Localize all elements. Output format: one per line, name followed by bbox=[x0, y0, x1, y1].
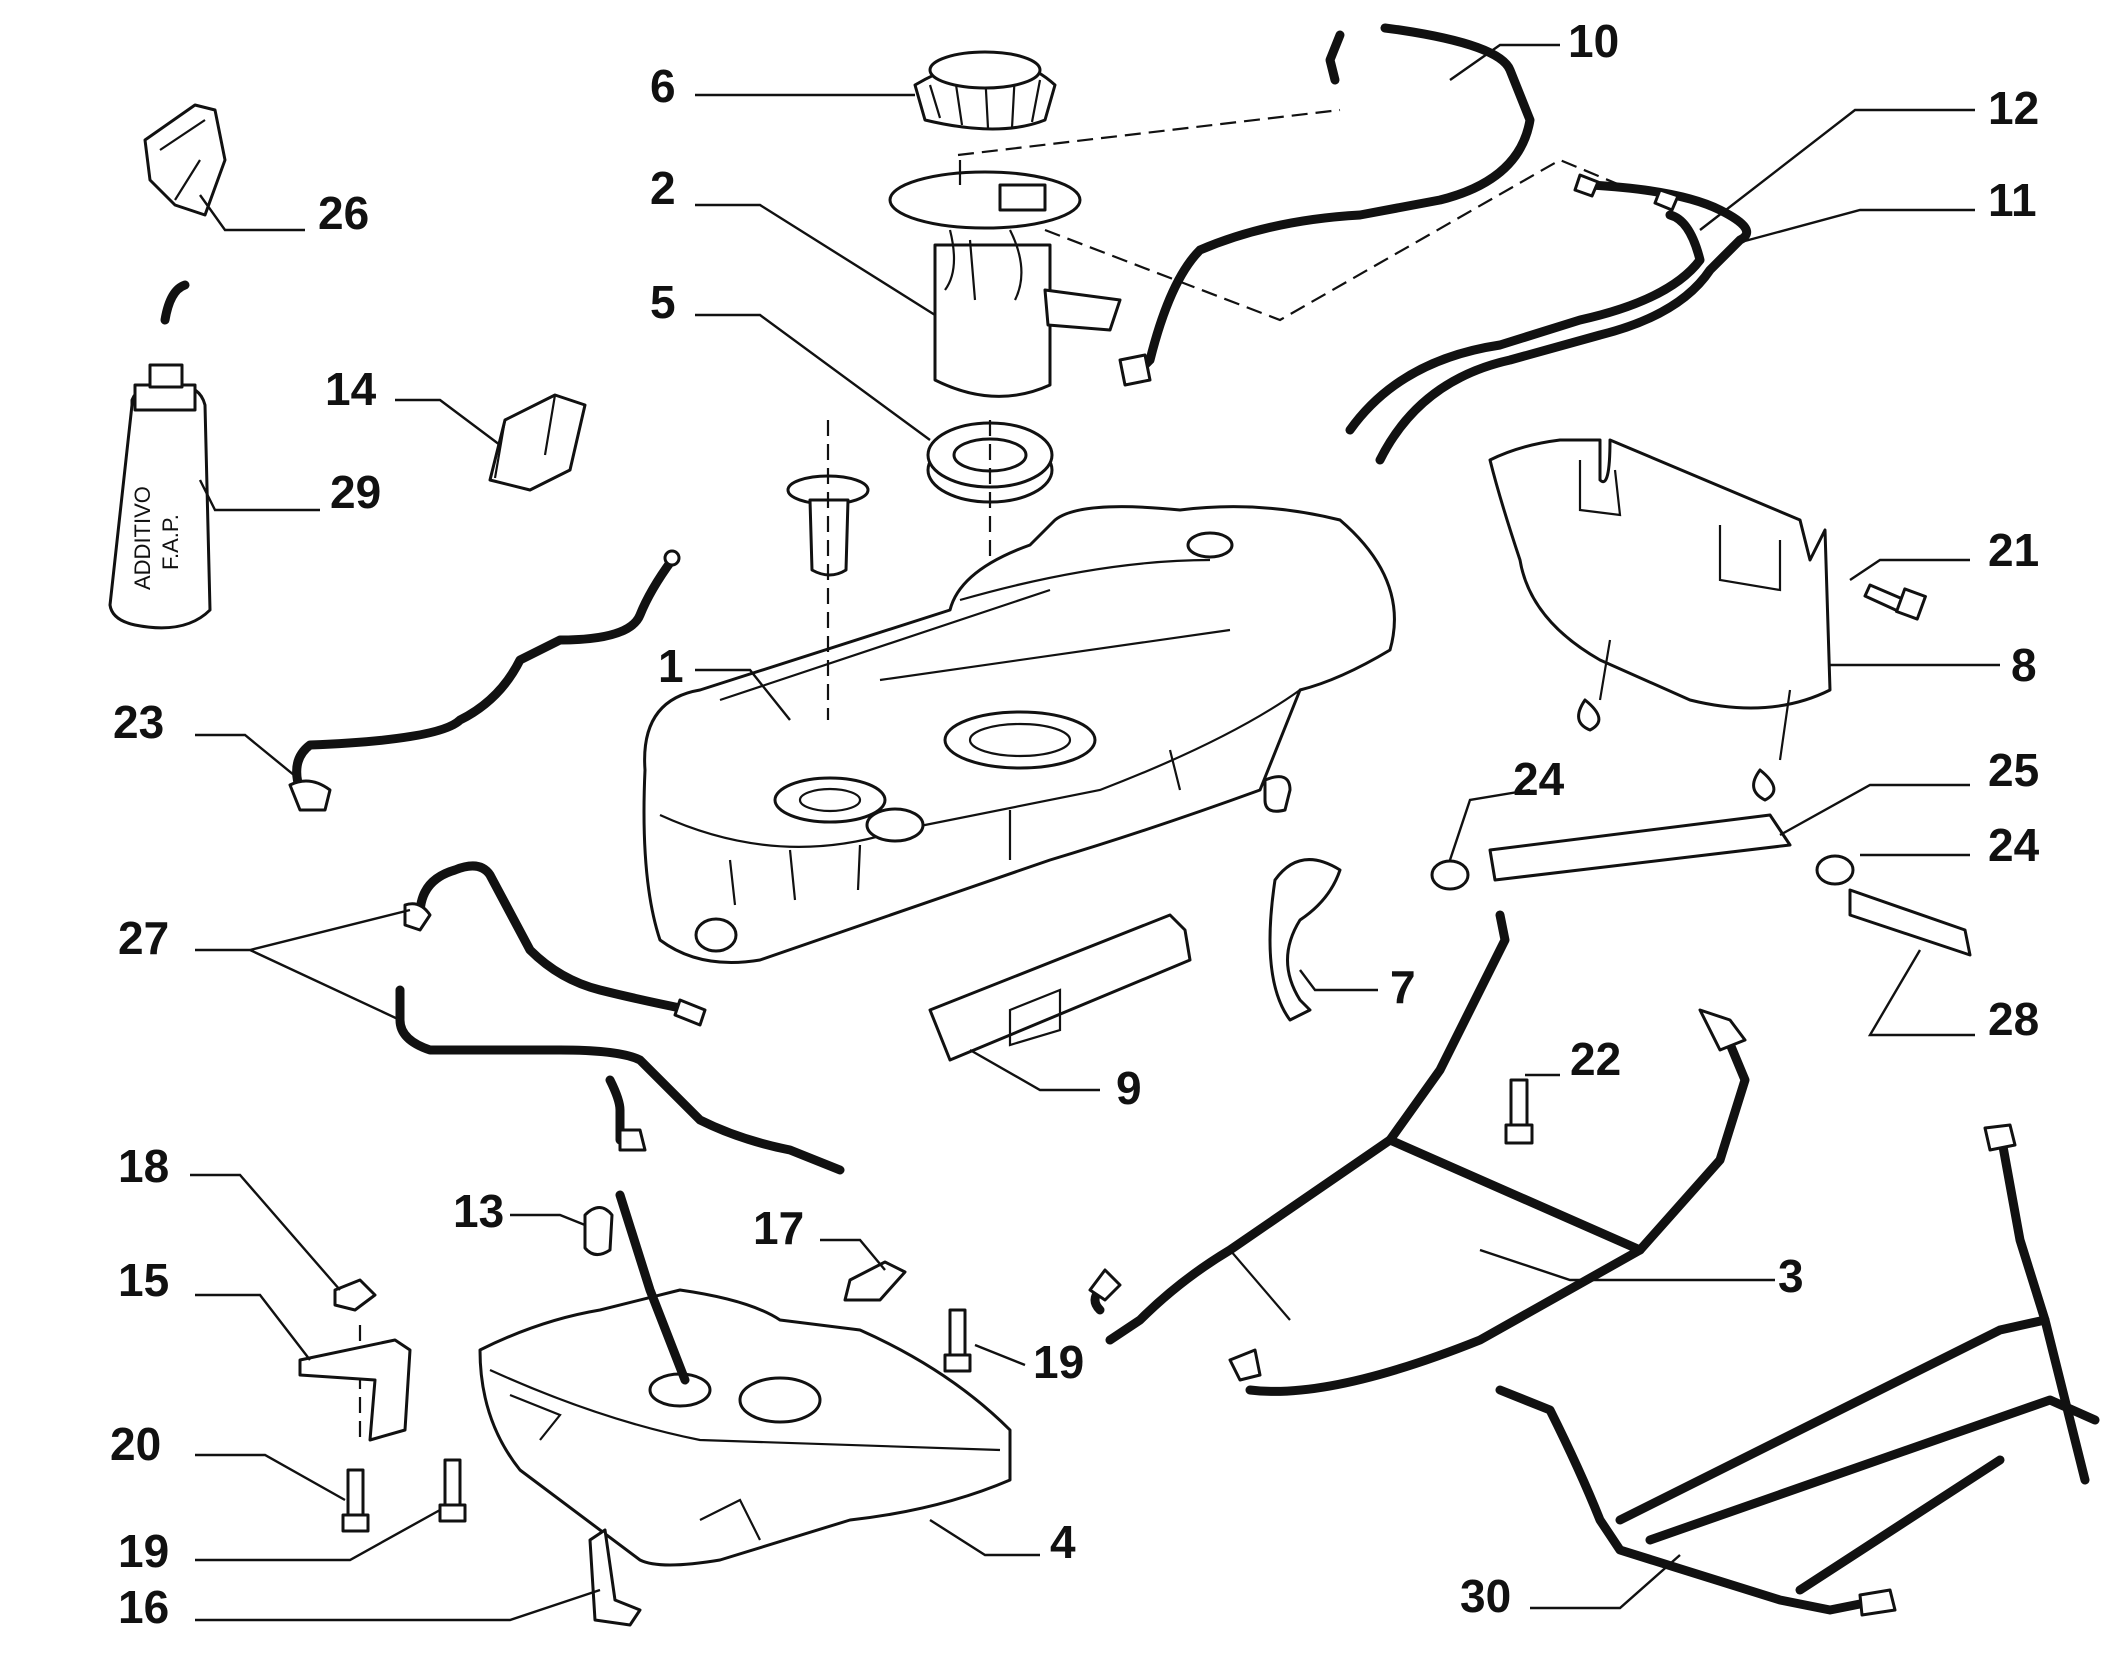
callout-12: 12 bbox=[1988, 82, 2039, 134]
leader-lines bbox=[190, 43, 2000, 1622]
part-17-bracket bbox=[843, 1260, 907, 1302]
part-29-additive-bottle: ADDITIVO F.A.P. bbox=[108, 280, 212, 630]
callout-23: 23 bbox=[113, 696, 164, 748]
callout-4: 4 bbox=[1050, 1516, 1076, 1568]
callout-30: 30 bbox=[1460, 1570, 1511, 1622]
bottle-label: ADDITIVO F.A.P. bbox=[130, 486, 183, 590]
part-7-strap bbox=[1268, 858, 1342, 1022]
callout-22: 22 bbox=[1570, 1033, 1621, 1085]
part-10-pipe bbox=[1118, 23, 1535, 387]
part-9-guard-plate bbox=[928, 913, 1192, 1062]
callout-25: 25 bbox=[1988, 744, 2039, 796]
callout-14: 14 bbox=[325, 363, 377, 415]
part-22-bolt bbox=[1504, 1078, 1534, 1145]
bottle-label-line-1: ADDITIVO bbox=[130, 486, 155, 590]
part-8-heat-shield bbox=[1488, 438, 1832, 802]
bottle-label-line-2: F.A.P. bbox=[158, 514, 183, 570]
callout-2: 2 bbox=[650, 162, 676, 214]
part-2-fuel-pump bbox=[888, 160, 1122, 398]
callout-29: 29 bbox=[330, 466, 381, 518]
part-6-ring-nut bbox=[913, 50, 1057, 131]
part-19-bolt-right bbox=[943, 1308, 972, 1373]
callout-10: 10 bbox=[1568, 15, 1619, 67]
part-14-bracket bbox=[488, 393, 587, 492]
callout-5: 5 bbox=[650, 276, 676, 328]
callout-28: 28 bbox=[1988, 993, 2039, 1045]
part-18-clip-nut bbox=[333, 1278, 377, 1312]
part-24-25-hose-clamps bbox=[1430, 813, 1972, 957]
callout-27: 27 bbox=[118, 912, 169, 964]
part-4-secondary-tank bbox=[478, 1288, 1012, 1567]
callout-17: 17 bbox=[753, 1202, 804, 1254]
part-21-screw bbox=[1863, 583, 1927, 621]
part-27-cables bbox=[395, 861, 845, 1175]
callout-8: 8 bbox=[2011, 639, 2037, 691]
part-15-bracket bbox=[298, 1338, 412, 1442]
assembly-lines bbox=[358, 108, 1621, 1440]
callout-24-top: 24 bbox=[1513, 753, 1565, 805]
callout-24-right: 24 bbox=[1988, 819, 2040, 871]
part-sender-unit bbox=[786, 474, 870, 577]
callout-16: 16 bbox=[118, 1581, 169, 1633]
part-16-bracket bbox=[588, 1528, 642, 1627]
callout-18: 18 bbox=[118, 1140, 169, 1192]
callout-6: 6 bbox=[650, 60, 676, 112]
part-11-12-pipes bbox=[1345, 173, 1752, 465]
part-23-sensor-cable bbox=[288, 549, 681, 812]
part-1-main-tank bbox=[642, 505, 1396, 964]
callout-labels: 10 6 12 2 11 26 5 14 29 21 1 8 23 24 25 … bbox=[110, 15, 2040, 1633]
callout-15: 15 bbox=[118, 1254, 169, 1306]
callout-20: 20 bbox=[110, 1418, 161, 1470]
part-26-clip bbox=[143, 103, 227, 217]
callout-19-right: 19 bbox=[1033, 1336, 1084, 1388]
part-20-19-bolts-left bbox=[341, 1458, 467, 1533]
part-3-cradle bbox=[1088, 910, 1750, 1396]
callout-26: 26 bbox=[318, 187, 369, 239]
part-13-sensor bbox=[583, 1190, 690, 1385]
part-30-subframe bbox=[1495, 1123, 2100, 1617]
callout-1: 1 bbox=[658, 640, 684, 692]
callout-19-left: 19 bbox=[118, 1525, 169, 1577]
callout-11: 11 bbox=[1988, 174, 2037, 226]
callout-13: 13 bbox=[453, 1185, 504, 1237]
callout-9: 9 bbox=[1116, 1062, 1142, 1114]
callout-3: 3 bbox=[1778, 1250, 1804, 1302]
callout-7: 7 bbox=[1390, 961, 1416, 1013]
callout-21: 21 bbox=[1988, 524, 2039, 576]
